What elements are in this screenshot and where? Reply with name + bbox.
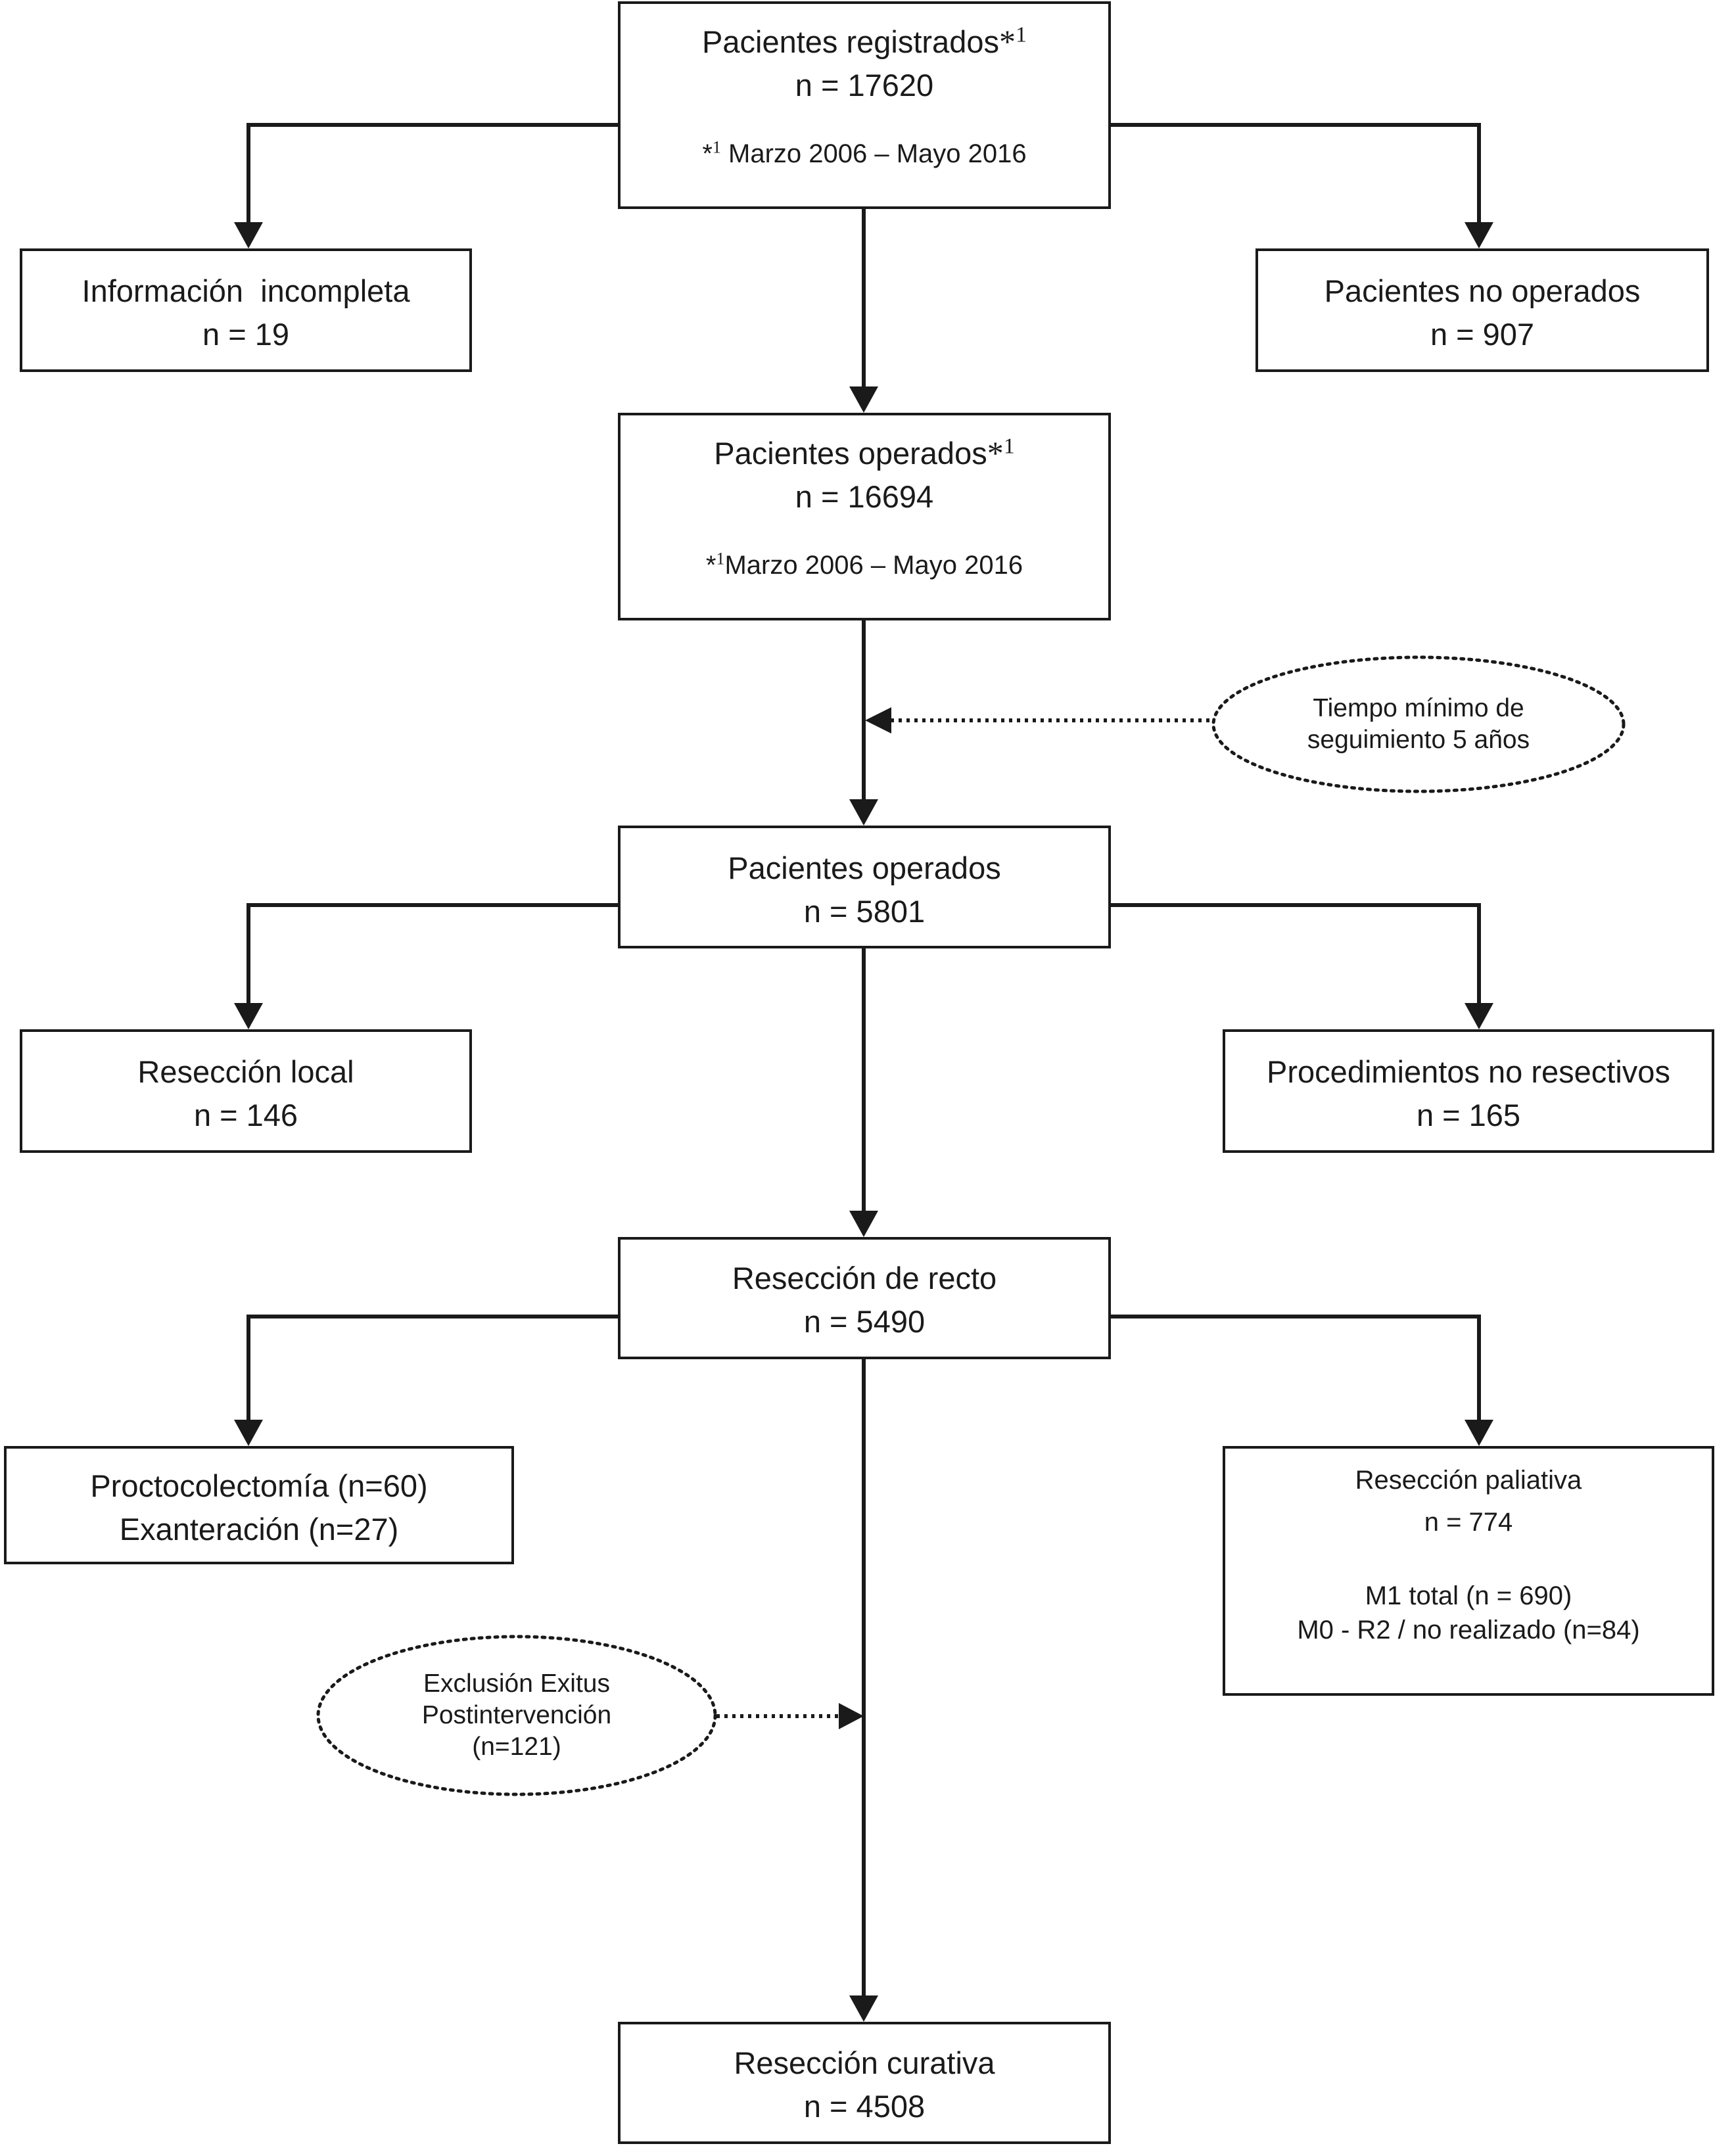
not-operated-count: n = 907: [1430, 317, 1535, 352]
follow-up-oval: [1211, 655, 1626, 793]
palliative-title: Resección paliativa: [1355, 1466, 1582, 1495]
node-operated-all: Pacientes operados*1 n = 16694 *1Marzo 2…: [618, 413, 1111, 620]
follow-up-line1: Tiempo mínimo de: [1313, 694, 1524, 722]
exclusion-arrowhead: [839, 1703, 864, 1729]
registered-count: n = 17620: [795, 68, 934, 103]
node-incomplete: Información incompleta n = 19: [20, 248, 472, 372]
local-resection-count: n = 146: [193, 1098, 298, 1132]
node-not-operated: Pacientes no operados n = 907: [1255, 248, 1709, 372]
registered-title-text: Pacientes registrados: [702, 24, 999, 59]
operated-all-title-text: Pacientes operados: [714, 436, 987, 471]
registered-note-sup: 1: [712, 137, 721, 157]
node-non-resective: Procedimientos no resectivos n = 165: [1223, 1029, 1714, 1153]
follow-up-line2: seguimiento 5 años: [1307, 726, 1530, 754]
palliative-m0: M0 - R2 / no realizado (n=84): [1297, 1616, 1640, 1644]
arrowhead-incomplete: [234, 222, 263, 248]
arrowhead-palliative: [1465, 1420, 1493, 1446]
node-curative: Resección curativa n = 4508: [618, 2022, 1111, 2144]
operated-all-note-text: Marzo 2006 – Mayo 2016: [724, 551, 1023, 580]
operated-count: n = 5801: [803, 894, 926, 929]
palliative-m1: M1 total (n = 690): [1365, 1581, 1572, 1610]
connector-to-non-resective: [1111, 903, 1481, 1004]
operated-all-note-sup: 1: [716, 549, 725, 569]
arrowhead-rectal: [849, 1211, 878, 1237]
node-registered: Pacientes registrados*1 n = 17620 *1 Mar…: [618, 1, 1111, 209]
node-proctocolectomy: Proctocolectomía (n=60) Exanteración (n=…: [4, 1446, 514, 1564]
operated-all-count: n = 16694: [795, 479, 934, 514]
node-rectal-resection: Resección de recto n = 5490: [618, 1237, 1111, 1359]
operated-all-note: *1Marzo 2006 – Mayo 2016: [621, 549, 1108, 582]
follow-up-label: Tiempo mínimo de seguimiento 5 años: [1213, 693, 1624, 756]
operated-all-sup: 1: [1003, 434, 1015, 459]
exclusion-line3: (n=121): [472, 1733, 561, 1761]
operated-all-note-mark: *: [705, 551, 716, 580]
registered-note-mark: *: [702, 139, 713, 168]
arrowhead-operated: [849, 799, 878, 826]
connector-to-palliative: [1111, 1315, 1481, 1422]
arrowhead-proctocolectomy: [234, 1420, 263, 1446]
arrowhead-not-operated: [1465, 222, 1493, 248]
non-resective-count: n = 165: [1416, 1098, 1521, 1132]
curative-title: Resección curativa: [734, 2045, 995, 2080]
arrowhead-operated-all: [849, 386, 878, 413]
exclusion-oval: [316, 1635, 717, 1796]
operated-all-title: Pacientes operados*1: [621, 431, 1108, 475]
exclusion-line2: Postintervención: [421, 1701, 612, 1729]
registered-sup: 1: [1015, 22, 1027, 47]
node-palliative: Resección paliativa n = 774 M1 total (n …: [1223, 1446, 1714, 1696]
connector-to-local-resection: [246, 903, 618, 1004]
incomplete-count: n = 19: [202, 317, 289, 352]
connector-to-proctocolectomy: [246, 1315, 618, 1422]
rectal-resection-count: n = 5490: [803, 1304, 926, 1339]
arrowhead-local-resection: [234, 1003, 263, 1029]
local-resection-title: Resección local: [137, 1054, 354, 1089]
operated-title: Pacientes operados: [728, 851, 1001, 885]
rectal-resection-title: Resección de recto: [732, 1261, 997, 1295]
registered-star: *: [998, 23, 1016, 60]
exclusion-label: Exclusión Exitus Postintervención (n=121…: [318, 1668, 715, 1763]
exclusion-line1: Exclusión Exitus: [423, 1669, 610, 1698]
registered-note-text: Marzo 2006 – Mayo 2016: [728, 139, 1027, 168]
connector-to-incomplete: [246, 123, 618, 223]
proctocolectomy-line2: Exanteración (n=27): [119, 1512, 399, 1547]
node-local-resection: Resección local n = 146: [20, 1029, 472, 1153]
follow-up-arrowhead: [865, 707, 891, 734]
registered-title: Pacientes registrados*1: [621, 20, 1108, 64]
arrowhead-non-resective: [1465, 1003, 1493, 1029]
node-operated: Pacientes operados n = 5801: [618, 826, 1111, 948]
non-resective-title: Procedimientos no resectivos: [1267, 1054, 1670, 1089]
operated-all-star: *: [987, 434, 1004, 471]
incomplete-title: Información incompleta: [82, 273, 410, 308]
registered-note: *1 Marzo 2006 – Mayo 2016: [621, 137, 1108, 170]
proctocolectomy-line1: Proctocolectomía (n=60): [90, 1468, 428, 1503]
connector-to-not-operated: [1111, 123, 1481, 223]
curative-count: n = 4508: [803, 2089, 926, 2124]
palliative-count: n = 774: [1424, 1508, 1513, 1537]
arrowhead-curative: [849, 1995, 878, 2022]
not-operated-title: Pacientes no operados: [1324, 273, 1641, 308]
